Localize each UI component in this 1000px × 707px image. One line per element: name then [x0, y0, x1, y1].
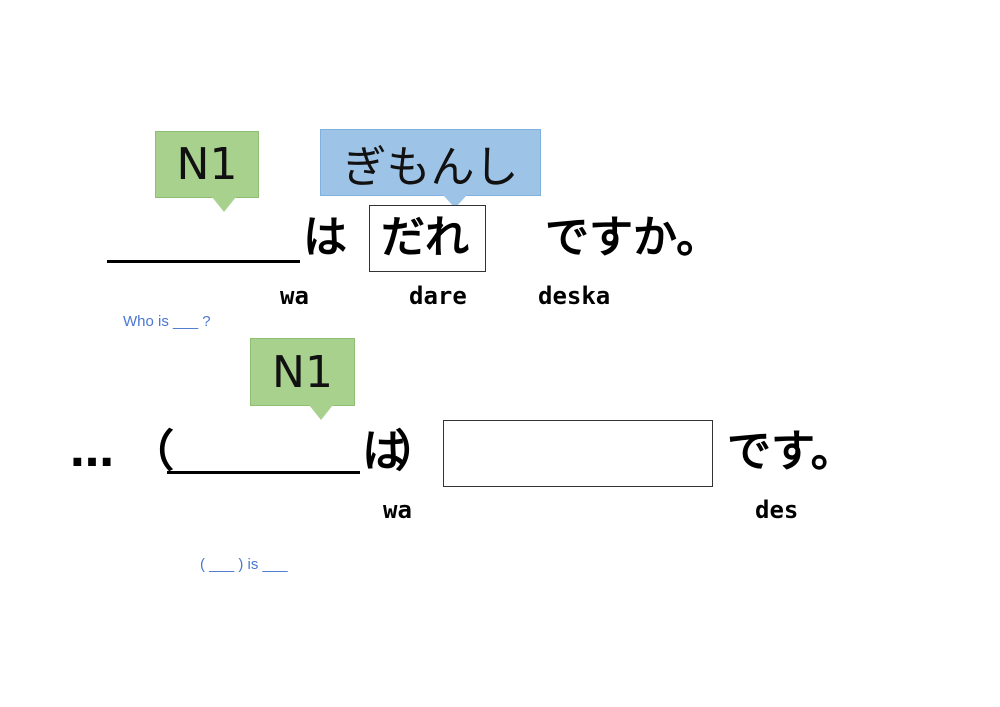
translation: ( ___ ) is ___ [200, 556, 288, 573]
particle-wa: は [362, 426, 406, 477]
answer-box [443, 420, 713, 487]
particle-wa: は [303, 212, 347, 263]
n1-label-callout: N1 [250, 338, 355, 406]
romaji-des: des [755, 496, 799, 524]
callout-tail [443, 195, 467, 208]
ellipsis: … [70, 426, 114, 477]
sentence-ending: ですか。 [545, 212, 721, 263]
blank-line [167, 471, 360, 474]
callout-tail [212, 197, 236, 212]
romaji-wa: wa [280, 282, 309, 310]
interrogative-label-callout: ぎもんし [320, 129, 541, 196]
n1-label: N1 [176, 139, 238, 190]
sentence-ending: です。 [727, 426, 855, 477]
n1-label-callout: N1 [155, 131, 259, 198]
open-paren: （ [130, 426, 174, 477]
translation: Who is ___ ? [123, 313, 211, 330]
question-word: だれ [381, 212, 469, 263]
romaji-wa: wa [383, 496, 412, 524]
question-word-box [369, 205, 486, 272]
interrogative-label: ぎもんし [342, 141, 519, 193]
romaji-deska: deska [538, 282, 611, 310]
close-paren: ） [395, 426, 439, 477]
romaji-dare: dare [409, 282, 467, 310]
blank-line [107, 260, 300, 263]
n1-label: N1 [272, 346, 333, 398]
callout-tail [309, 405, 333, 420]
